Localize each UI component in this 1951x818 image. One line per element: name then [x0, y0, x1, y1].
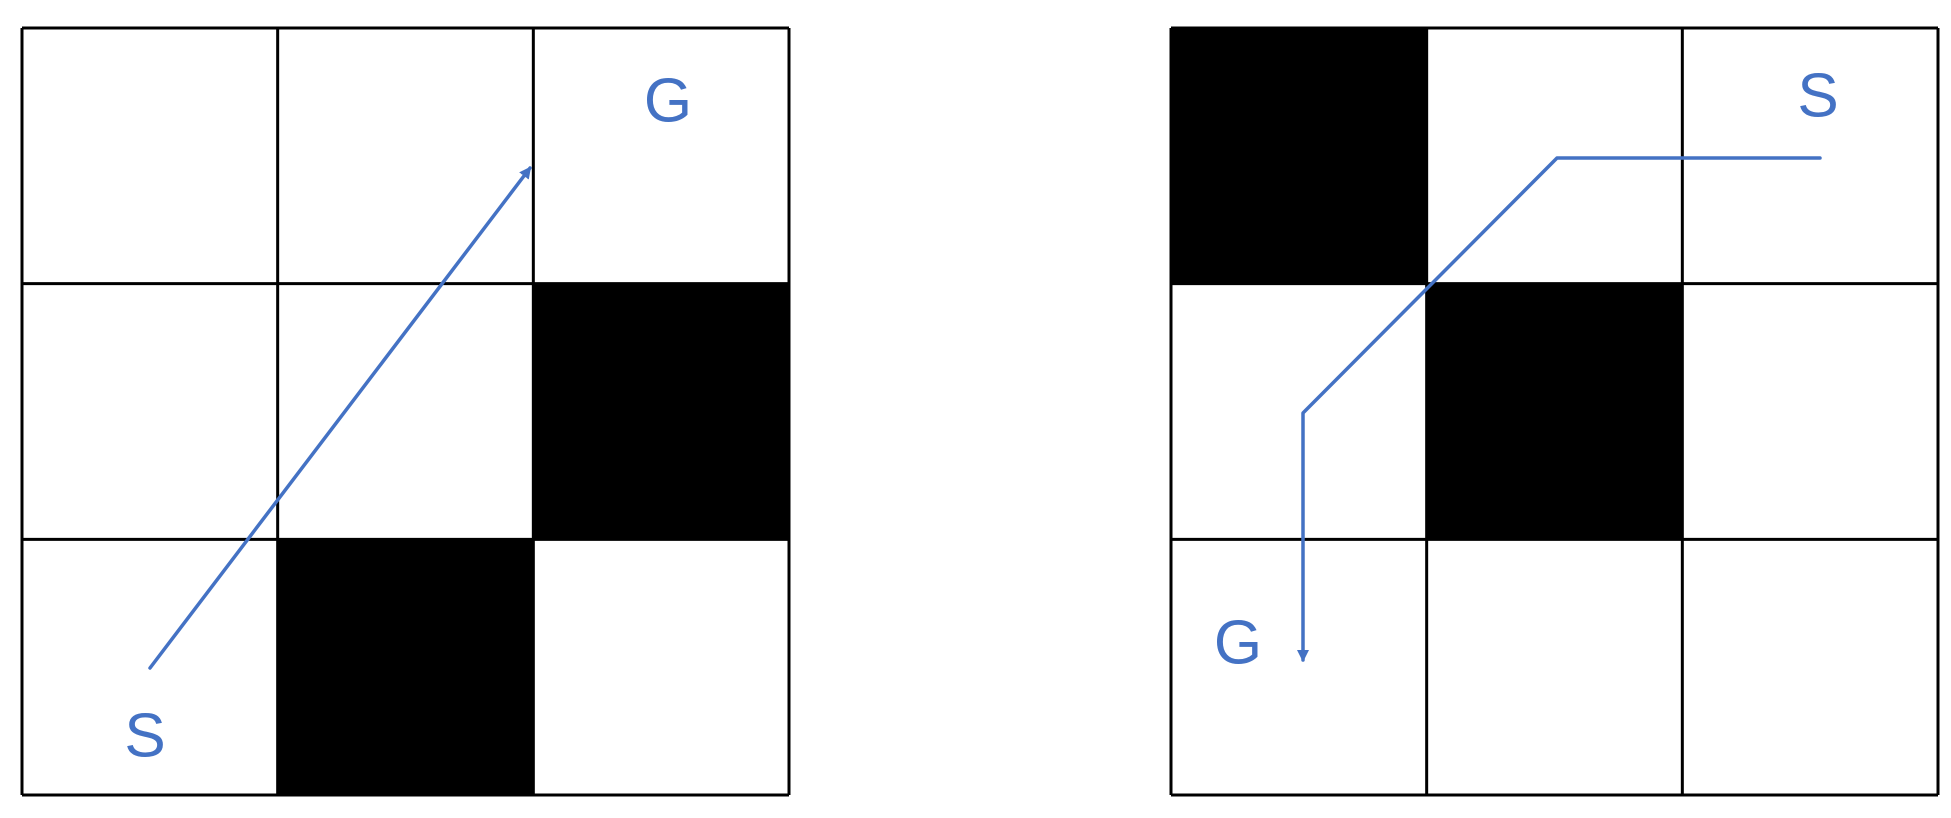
- left-grid-cell-r0-c0: [22, 28, 278, 284]
- right-grid-cell-r1-c0: [1171, 283, 1427, 540]
- left-grid-goal-label: G: [644, 66, 692, 135]
- right-grid-cell-r1-c1-obstacle: [1426, 283, 1683, 540]
- left-grid-cells: [22, 28, 789, 795]
- left-grid-cell-r1-c2-obstacle: [533, 283, 789, 540]
- right-grid: S G: [1169, 26, 1940, 797]
- left-grid-cell-r2-c1-obstacle: [277, 539, 534, 795]
- left-grid-start-label: S: [124, 701, 165, 770]
- right-grid-cell-r0-c0-obstacle: [1171, 28, 1427, 284]
- right-grid-cell-r1-c2: [1682, 283, 1938, 540]
- left-grid: S G: [20, 26, 791, 797]
- left-grid-path: [148, 166, 532, 670]
- right-grid-cells: [1171, 28, 1938, 795]
- right-grid-cell-r2-c0: [1171, 539, 1427, 795]
- right-grid-cell-r0-c1: [1426, 28, 1683, 284]
- left-grid-lines: [20, 26, 791, 797]
- right-grid-goal-label: G: [1214, 608, 1262, 677]
- right-grid-cell-r2-c1: [1426, 539, 1683, 795]
- right-grid-start-label: S: [1797, 61, 1838, 130]
- right-grid-cell-r0-c2: [1682, 28, 1938, 284]
- left-grid-cell-r0-c2: [533, 28, 789, 284]
- left-grid-cell-r1-c1: [277, 283, 534, 540]
- right-grid-path: [1297, 156, 1822, 662]
- left-grid-cell-r1-c0: [22, 283, 278, 540]
- left-grid-cell-r2-c2: [533, 539, 789, 795]
- left-grid-cell-r0-c1: [277, 28, 534, 284]
- right-grid-cell-r2-c2: [1682, 539, 1938, 795]
- right-grid-lines: [1169, 26, 1940, 797]
